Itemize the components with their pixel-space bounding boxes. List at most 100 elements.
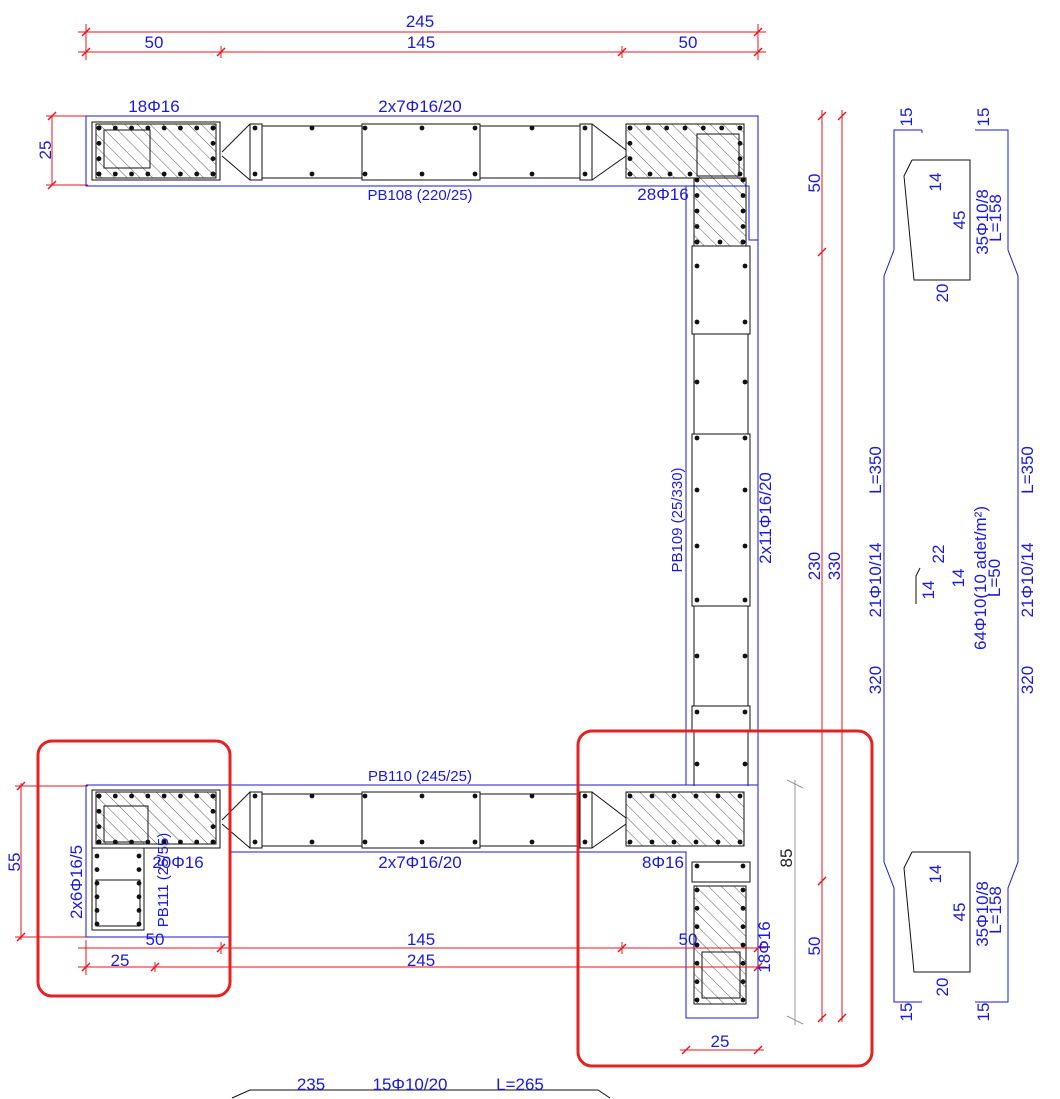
rebar-dot [210, 793, 216, 799]
bottom-bar-spec: 15Φ10/20 [372, 1075, 447, 1094]
rebar-dot [740, 224, 746, 229]
rebar-dot [362, 125, 368, 131]
rebar-dot [96, 140, 102, 146]
rebar-dot [129, 171, 134, 177]
rebar-dot [671, 839, 677, 845]
rebar-dot [647, 171, 653, 177]
rebar-dot [742, 543, 748, 549]
rebar-dot [627, 793, 633, 799]
rebar-dot [694, 263, 700, 269]
dim-bot-mid145: 145 [407, 930, 435, 949]
bottom-bar-total: L=265 [496, 1075, 544, 1094]
dim-v85: 85 [777, 849, 796, 868]
rebar-dot [645, 125, 651, 131]
dim-top-left: 50 [145, 33, 164, 52]
detail-hook20-top: 20 [933, 284, 952, 303]
dim-v50-bot: 50 [805, 937, 824, 956]
label-bot-left-bars: 20Φ16 [152, 853, 203, 872]
rebar-dot [161, 839, 167, 845]
rebar-dot [740, 863, 746, 869]
rebar-dot [419, 171, 425, 177]
rebar-dot [742, 597, 748, 603]
label-top-mid-bars: 2x7Φ16/20 [378, 97, 462, 116]
rebar-dot [129, 793, 134, 799]
detail-bot-spec: 35Φ10/8 [973, 881, 992, 947]
detail-top-len: L=158 [986, 194, 1005, 242]
rebar-dot [687, 171, 693, 177]
rebar-dot [737, 171, 743, 177]
rebar-dot [472, 793, 478, 799]
rebar-dot [210, 839, 216, 845]
rebar-dot [742, 653, 748, 659]
rebar-dot [210, 156, 216, 162]
label-bot-right-bars: 8Φ16 [642, 853, 684, 872]
rebar-dot [694, 239, 700, 245]
highlight-box-left [36, 739, 232, 998]
rebar-dot [94, 921, 100, 927]
label-pb111: PB111 (25/55) [155, 833, 172, 928]
rebar-dot [740, 208, 746, 214]
rebar-dot [737, 839, 743, 845]
rebar-dot [582, 839, 588, 845]
rebar-dot [112, 125, 118, 131]
rebar-dot [210, 824, 216, 830]
rebar-dot [529, 171, 535, 177]
dim-top-right: 50 [679, 33, 698, 52]
rebar-dot [694, 863, 700, 869]
rebar-dot [96, 156, 102, 162]
rebar-dot [178, 793, 183, 799]
rebar-dot [419, 125, 425, 131]
rebar-dot [742, 435, 748, 441]
rebar-dot [740, 239, 746, 245]
rebar-dot [694, 224, 700, 229]
rebar-dot [694, 761, 700, 767]
rebar-dot [136, 921, 142, 927]
rebar-dot [627, 156, 633, 162]
rebar-dot [693, 793, 699, 799]
rebar-dot [671, 793, 677, 799]
detail-bot-len: L=158 [986, 886, 1005, 934]
rebar-dot [740, 193, 746, 198]
rebar-dot [96, 171, 102, 177]
rebar-dot [719, 125, 725, 131]
rebar-dot [161, 171, 167, 177]
tie-shape [915, 567, 921, 604]
rebar-dot [742, 709, 748, 715]
rebar-dot [694, 379, 700, 385]
detail-hook20-bot: 20 [933, 978, 952, 997]
rebar-dot [694, 319, 700, 325]
detail-tie22: 22 [929, 545, 948, 564]
rebar-dot [740, 942, 746, 948]
label-pb109: PB109 (25/330) [669, 467, 686, 572]
rebar-dot [178, 171, 183, 177]
label-bot-left-stirrups: 2x6Φ16/5 [67, 845, 86, 919]
rebar-dot [252, 171, 258, 177]
detail-tie14b: 14 [949, 569, 968, 588]
rebar-dot [112, 839, 118, 845]
detail-top-spec: 35Φ10/8 [973, 189, 992, 255]
rebar-dot [94, 908, 100, 913]
dim-v230: 230 [805, 552, 824, 580]
rebar-dot [136, 908, 142, 913]
rebar-dot [94, 880, 100, 886]
dim-bot-right50: 50 [679, 930, 698, 949]
rebar-dot [717, 239, 723, 245]
left-dimension-lines [15, 111, 88, 942]
rebar-dot [582, 125, 588, 131]
rebar-dot [94, 867, 100, 872]
rebar-dot [740, 979, 746, 985]
rebar-dot [740, 887, 746, 893]
rebar-dot [627, 171, 633, 177]
rebar-dot [472, 171, 478, 177]
dim-v50-top: 50 [805, 174, 824, 193]
rebar-dot [694, 924, 700, 930]
rebar-dot [694, 942, 700, 948]
rebar-dot [582, 171, 588, 177]
rebar-dot [309, 125, 315, 131]
label-bot-right-corner-bars: 18Φ16 [755, 921, 774, 972]
rebar-dot [694, 653, 700, 659]
stirrup-hook-top [903, 159, 971, 281]
detail-bot15-right: 15 [974, 1003, 993, 1022]
bottom-bar-len: 235 [297, 1075, 325, 1094]
